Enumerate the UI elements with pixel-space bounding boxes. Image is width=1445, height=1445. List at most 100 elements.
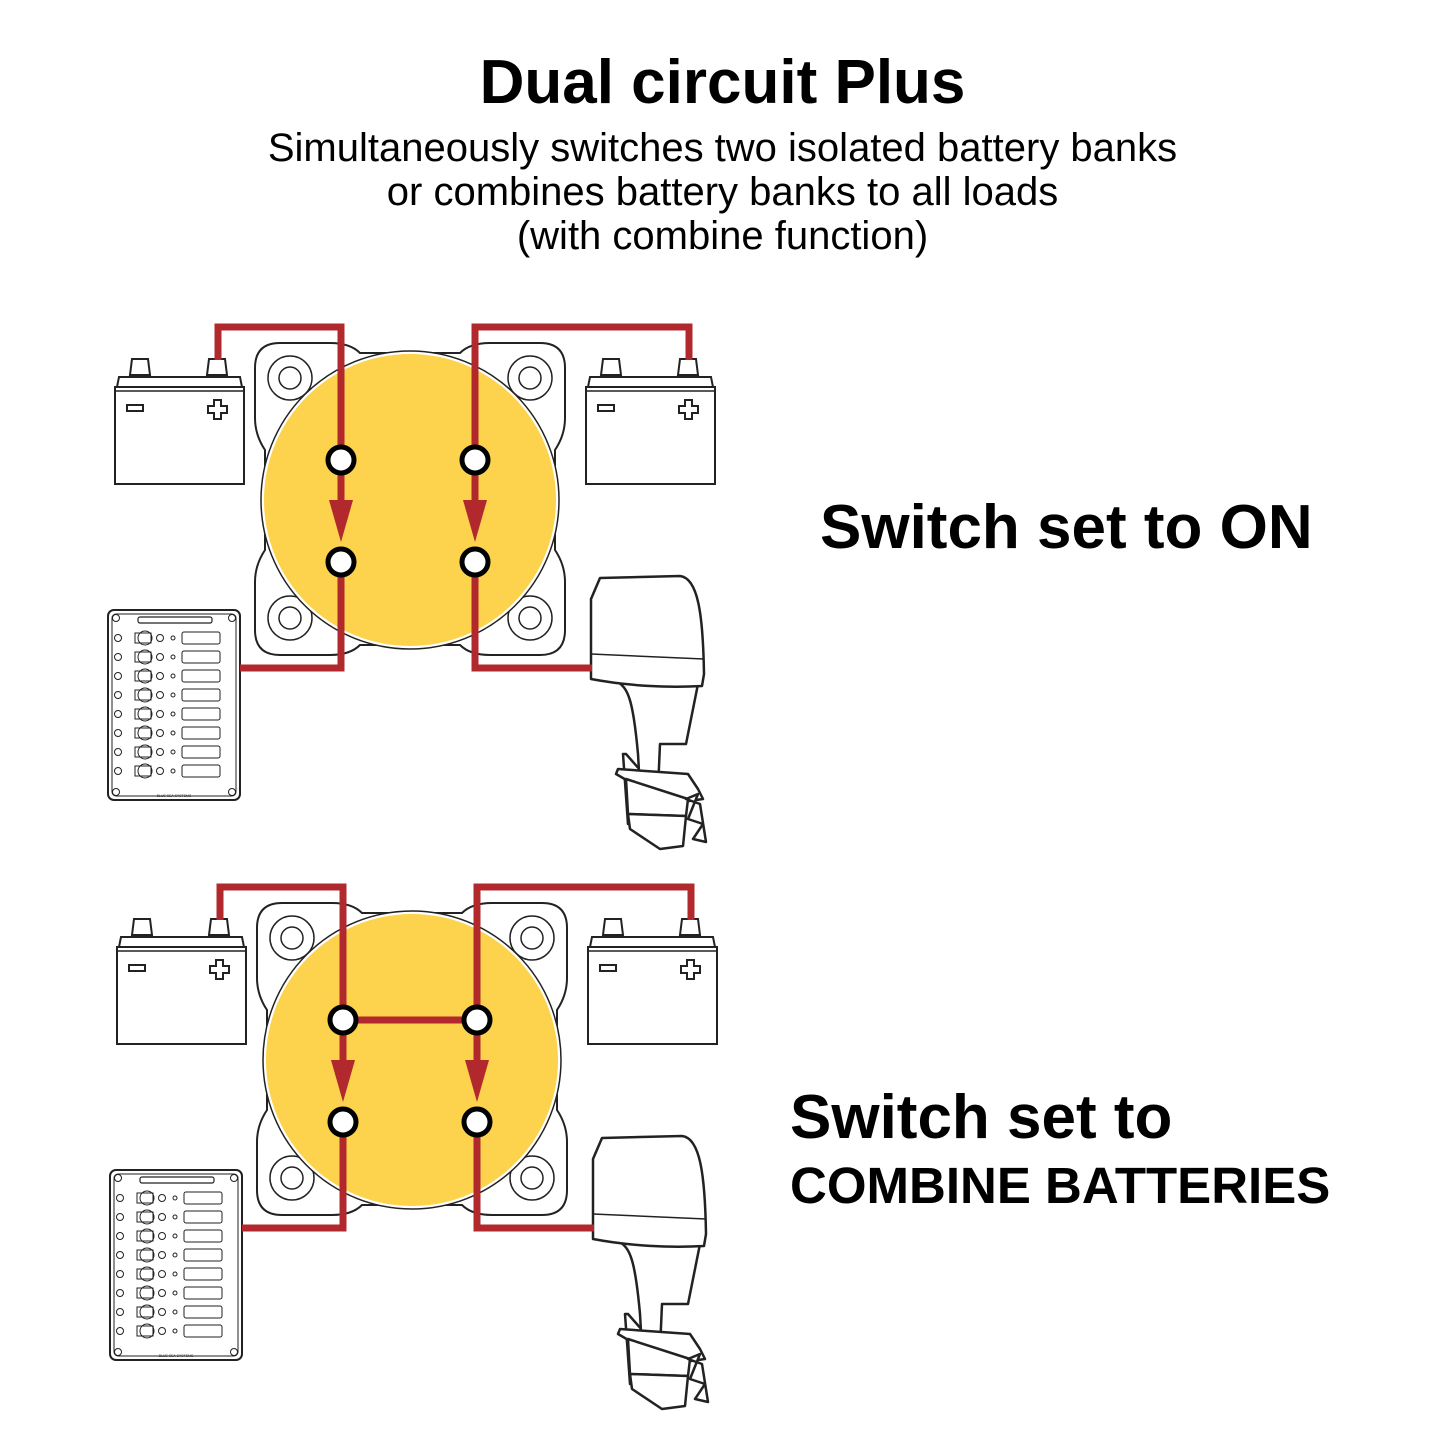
- circuit-label: [181, 669, 221, 683]
- screw-icon: [158, 1289, 166, 1297]
- panel-inner: [111, 613, 237, 797]
- indicator-led: [170, 711, 176, 717]
- screw-icon: [158, 1213, 166, 1221]
- battery-negative-post: [128, 358, 152, 376]
- switch-terminal: [327, 1004, 359, 1036]
- switch-terminal: [325, 444, 357, 476]
- switch-face: [266, 914, 558, 1206]
- indicator-led: [170, 749, 176, 755]
- indicator-led: [170, 692, 176, 698]
- breaker-toggle: [137, 668, 153, 684]
- panel-frame: [107, 609, 241, 801]
- breaker-switch: [136, 1268, 154, 1280]
- screw-icon: [114, 653, 122, 661]
- indicator-led: [170, 673, 176, 679]
- breaker-toggle: [139, 1266, 155, 1282]
- breaker-switch: [136, 1211, 154, 1223]
- screw-icon: [114, 748, 122, 756]
- switch-terminal: [461, 1004, 493, 1036]
- propeller-icon: [684, 792, 708, 844]
- outboard-motor-icon: [589, 574, 708, 851]
- breaker-switch: [136, 1306, 154, 1318]
- circuit-label: [181, 707, 221, 721]
- screw-icon: [156, 767, 164, 775]
- battery-icon: [585, 358, 716, 485]
- breaker-switch: [134, 765, 152, 777]
- screw-icon: [158, 1194, 166, 1202]
- arrow-down-icon: [463, 500, 487, 542]
- mounting-hole: [520, 1166, 544, 1190]
- battery-negative-post: [599, 358, 623, 376]
- screw-icon: [114, 691, 122, 699]
- screw-icon: [158, 1232, 166, 1240]
- screw-icon: [116, 1270, 124, 1278]
- battery-icon: [114, 358, 245, 485]
- screw-icon: [116, 1289, 124, 1297]
- breaker-switch: [136, 1230, 154, 1242]
- plus-sign-icon: [680, 959, 701, 980]
- circuit-label: [183, 1210, 223, 1224]
- battery-icon: [587, 918, 718, 1045]
- screw-icon: [156, 748, 164, 756]
- indicator-led: [172, 1195, 178, 1201]
- screw-icon: [156, 653, 164, 661]
- indicator-led: [172, 1233, 178, 1239]
- combine-state-label-line-1: Switch set to: [790, 1083, 1173, 1152]
- breaker-toggle: [137, 687, 153, 703]
- minus-sign-icon: [128, 964, 146, 972]
- plus-sign-icon: [678, 399, 699, 420]
- motor-cowling: [589, 574, 706, 688]
- breaker-switch: [134, 632, 152, 644]
- indicator-led: [172, 1271, 178, 1277]
- battery-positive-post: [205, 358, 229, 376]
- breaker-toggle: [137, 744, 153, 760]
- wire-battery-1-to-switch: [216, 883, 347, 1065]
- page-title: Dual circuit Plus: [479, 48, 966, 117]
- panel-logo: BLUE SEA SYSTEMS: [157, 794, 192, 798]
- breaker-switch: [136, 1192, 154, 1204]
- breaker-toggle: [139, 1304, 155, 1320]
- battery-switch-icon: [254, 342, 566, 656]
- mounting-hole: [280, 926, 304, 950]
- screw-icon: [112, 614, 120, 622]
- mounting-hole: [518, 366, 542, 390]
- breaker-switch: [134, 708, 152, 720]
- breaker-toggle: [139, 1209, 155, 1225]
- wire-switch-to-motor: [471, 562, 592, 672]
- screw-icon: [228, 614, 236, 622]
- wire-switch-to-panel: [242, 1122, 347, 1232]
- cowling-seam: [592, 1213, 707, 1220]
- panel-logo: BLUE SEA SYSTEMS: [159, 1354, 194, 1358]
- skeg: [626, 812, 688, 851]
- breaker-toggle: [139, 1190, 155, 1206]
- battery-switch-icon: [256, 902, 568, 1216]
- indicator-led: [172, 1214, 178, 1220]
- battery-body: [587, 946, 718, 1045]
- mounting-hole: [280, 1166, 304, 1190]
- breaker-toggle: [139, 1247, 155, 1263]
- circuit-label: [183, 1324, 223, 1338]
- minus-sign-icon: [597, 404, 615, 412]
- screw-icon: [114, 1348, 122, 1356]
- mounting-hole: [518, 606, 542, 630]
- circuit-label: [181, 764, 221, 778]
- screw-icon: [230, 1348, 238, 1356]
- screw-icon: [156, 710, 164, 718]
- indicator-led: [170, 635, 176, 641]
- on-state-label: Switch set to ON: [820, 493, 1313, 562]
- motor-midsection: [616, 680, 700, 791]
- anti-ventilation-plate: [614, 767, 705, 806]
- circuit-label: [183, 1267, 223, 1281]
- screw-icon: [112, 788, 120, 796]
- distribution-panel-icon: BLUE SEA SYSTEMS: [107, 609, 241, 801]
- circuit-label: [181, 745, 221, 759]
- breaker-toggle: [137, 763, 153, 779]
- screw-icon: [114, 710, 122, 718]
- circuit-label: [181, 688, 221, 702]
- battery-lid: [117, 936, 246, 948]
- breaker-switch: [134, 746, 152, 758]
- battery-positive-post: [676, 358, 700, 376]
- plus-sign-icon: [209, 959, 230, 980]
- breaker-switch: [134, 689, 152, 701]
